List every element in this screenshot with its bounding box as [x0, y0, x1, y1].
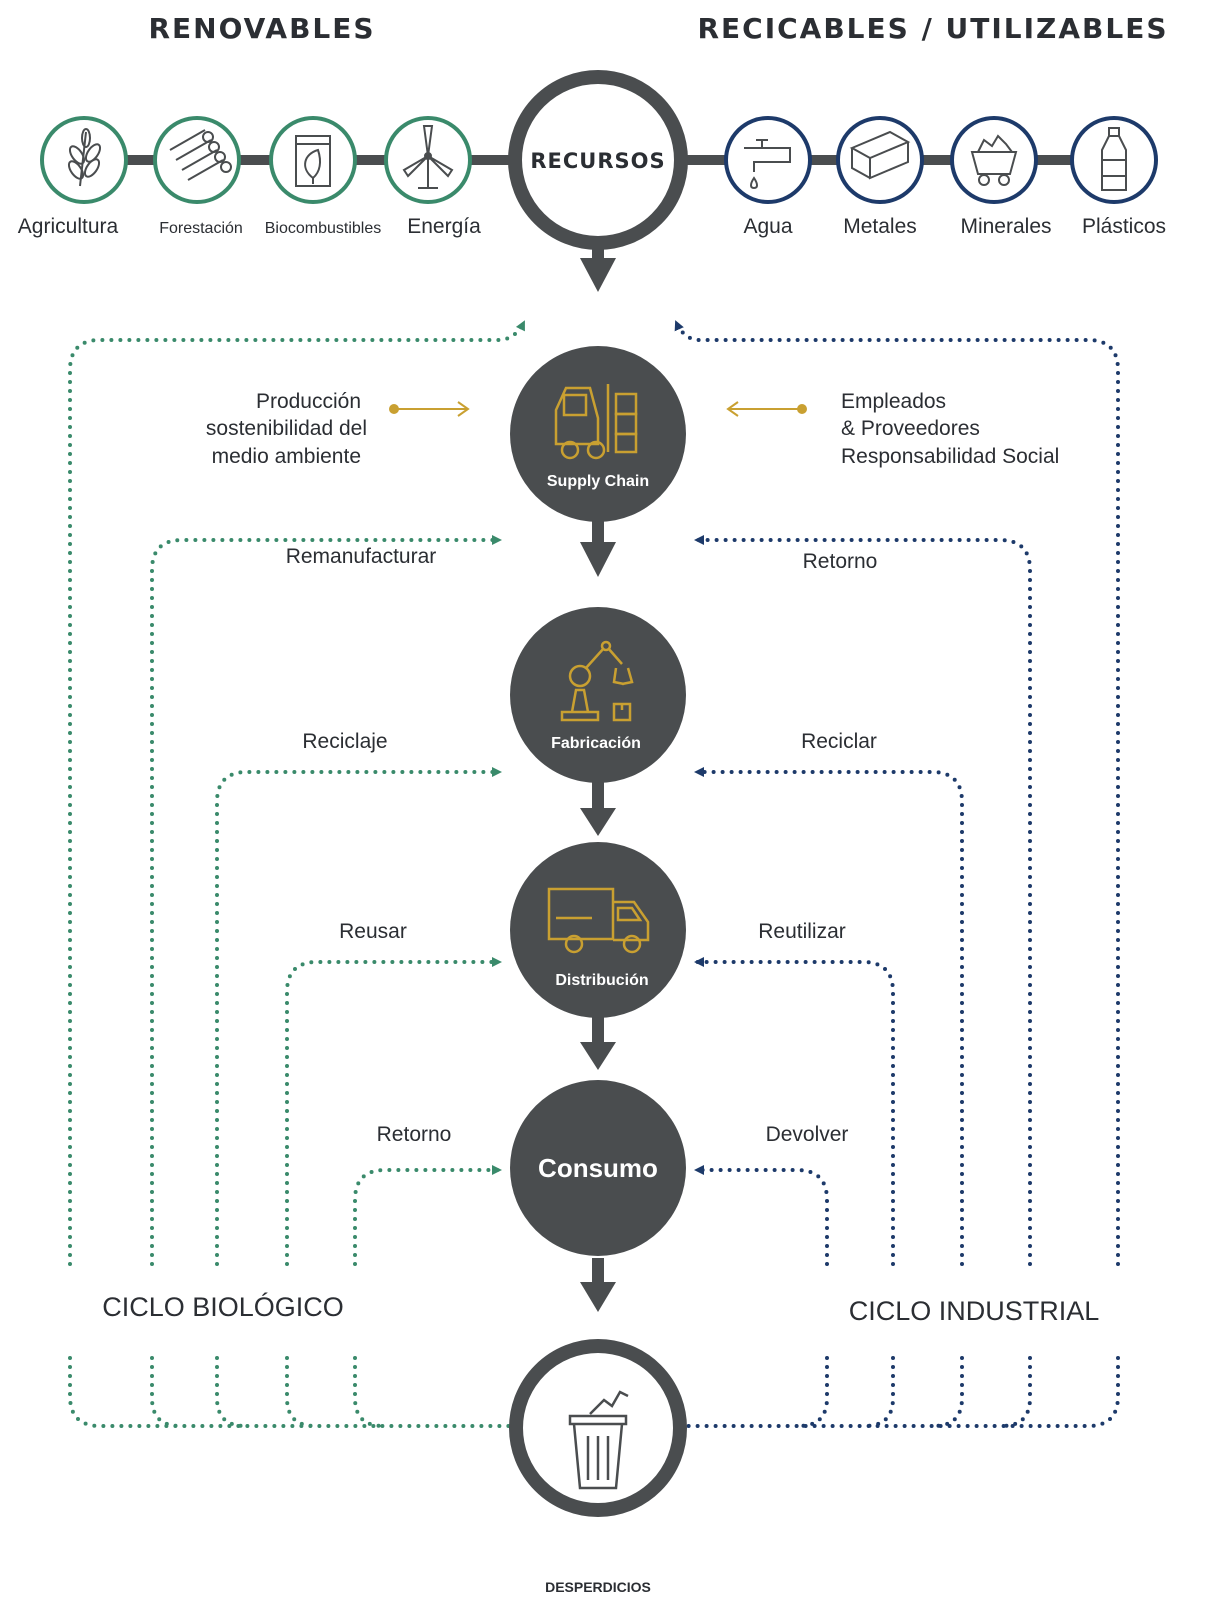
hub-label: RECURSOS — [530, 149, 665, 173]
stage-supply-chain: Supply Chain — [510, 346, 686, 522]
ind-label-devolver: Devolver — [766, 1123, 849, 1146]
input-right-line-3: Responsabilidad Social — [841, 445, 1059, 468]
input-right-arrow — [726, 401, 807, 417]
resource-biocombustibles — [269, 116, 357, 204]
hub-recursos: RECURSOS — [508, 70, 688, 250]
ind-path-recycle — [694, 767, 964, 1266]
input-left-arrow — [389, 401, 470, 417]
input-left-line-1: Producción — [256, 390, 361, 413]
heading-renewables: RENOVABLES — [148, 12, 375, 45]
label-plasticos: Plásticos — [1082, 215, 1166, 238]
resource-minerales — [950, 116, 1038, 204]
stage-consumo: Consumo — [510, 1080, 686, 1256]
faucet-icon — [744, 139, 791, 190]
stage-fabricacion: Fabricación — [510, 607, 686, 783]
wind-turbine-icon — [402, 125, 454, 189]
stage-label-consumo: Consumo — [538, 1153, 658, 1183]
bio-label-reciclaje: Reciclaje — [302, 730, 387, 753]
label-metales: Metales — [843, 215, 917, 238]
forklift-icon — [554, 384, 638, 460]
label-energia: Energía — [407, 215, 481, 238]
main-flow-arrows — [580, 242, 616, 1312]
flow-arrow-supply — [580, 520, 616, 577]
label-agua: Agua — [743, 215, 792, 238]
cycle-label-industrial: CICLO INDUSTRIAL — [849, 1296, 1100, 1326]
label-minerales: Minerales — [960, 215, 1051, 238]
resource-agricultura — [40, 116, 128, 204]
robot-arm-icon — [560, 640, 634, 722]
flow-arrow-resources — [580, 242, 616, 292]
bio-label-reusar: Reusar — [339, 920, 407, 943]
heading-recyclables: RECICABLES / UTILIZABLES — [697, 12, 1168, 45]
stage-label-supply-chain: Supply Chain — [547, 473, 649, 490]
stage-distribucion: Distribución — [510, 842, 686, 1018]
input-right-line-2: & Proveedores — [841, 417, 980, 440]
ind-path-return — [694, 535, 1032, 1266]
bio-cycle-paths — [68, 320, 526, 1428]
ind-path-giveback — [694, 1165, 829, 1266]
mine-cart-icon — [970, 134, 1018, 186]
bio-path-remanufacture — [150, 535, 502, 1266]
label-biocombustibles: Biocombustibles — [265, 220, 382, 237]
resource-forestacion — [153, 116, 241, 204]
input-left-line-2: sostenibilidad del — [206, 417, 367, 440]
logs-icon — [169, 129, 232, 181]
plastic-bottle-icon — [1101, 127, 1127, 191]
waste-label: DESPERDICIOS — [545, 1579, 651, 1595]
bio-path-reuse — [285, 957, 502, 1266]
input-left-line-3: medio ambiente — [212, 445, 361, 468]
waste-node — [509, 1339, 687, 1517]
ind-path-waste — [678, 1356, 1120, 1428]
label-agricultura: Agricultura — [18, 215, 119, 238]
industrial-cycle-paths — [674, 320, 1120, 1428]
bio-path-return — [353, 1165, 502, 1266]
resource-agua — [724, 116, 812, 204]
resource-energia — [384, 116, 472, 204]
resource-metales — [836, 116, 924, 204]
biofuel-icon — [295, 135, 331, 187]
input-right-line-1: Empleados — [841, 390, 946, 413]
stage-label-fabricacion: Fabricación — [551, 735, 641, 752]
flow-arrow-consumption — [580, 1258, 616, 1312]
resource-plasticos — [1070, 116, 1158, 204]
trash-can-icon — [568, 1390, 629, 1490]
wheat-icon — [67, 128, 102, 187]
ind-label-reciclar: Reciclar — [801, 730, 877, 753]
steel-beam-icon — [849, 130, 911, 180]
ind-path-reuse — [694, 957, 895, 1266]
flow-arrow-distribution — [580, 1016, 616, 1070]
ind-label-retorno: Retorno — [803, 550, 878, 573]
flow-arrow-fabrication — [580, 782, 616, 836]
bio-label-retorno: Retorno — [377, 1123, 452, 1146]
bio-path-recycle — [215, 767, 502, 1266]
bio-path-waste — [68, 1356, 522, 1428]
bio-label-remanufacturar: Remanufacturar — [286, 545, 437, 568]
truck-icon — [547, 887, 650, 954]
cycle-label-biologico: CICLO BIOLÓGICO — [102, 1291, 344, 1322]
stage-label-distribucion: Distribución — [555, 972, 648, 989]
ind-label-reutilizar: Reutilizar — [758, 920, 846, 943]
ind-path-resources — [674, 320, 1120, 1266]
label-forestacion: Forestación — [159, 220, 243, 237]
